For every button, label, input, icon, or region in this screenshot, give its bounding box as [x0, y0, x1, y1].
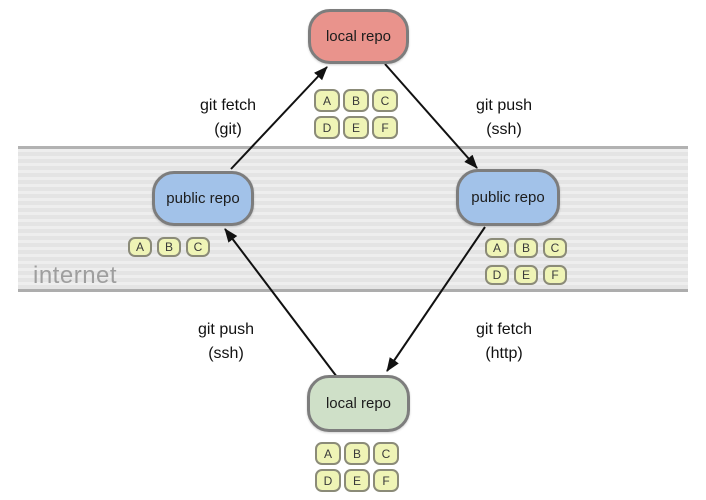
node-public-repo-left: public repo — [152, 171, 254, 226]
arrow-git-push-ssh-top — [384, 63, 478, 169]
arrow-git-push-ssh-bottom — [224, 228, 338, 378]
edge-label-line: (http) — [485, 345, 523, 362]
edge-label-line: git fetch — [475, 321, 533, 338]
commit-box: D — [315, 469, 341, 492]
node-local-repo-top: local repo — [308, 9, 409, 64]
commit-box: D — [485, 265, 509, 285]
arrow-git-fetch-git — [230, 66, 328, 170]
arrow-git-fetch-http — [386, 226, 486, 372]
node-public-repo-right: public repo — [456, 169, 560, 226]
commit-box: E — [343, 116, 369, 139]
commit-box: F — [372, 116, 398, 139]
commit-box: E — [514, 265, 538, 285]
commit-list-left-public: A B C — [128, 237, 210, 257]
edge-label-git-push-ssh-top: git push (ssh) — [439, 94, 569, 142]
commit-list-bottom-local: A B C D E F — [315, 442, 399, 492]
edge-label-line: git push — [197, 321, 255, 338]
edge-label-git-fetch-http: git fetch (http) — [439, 318, 569, 366]
edge-label-git-push-ssh-bottom: git push (ssh) — [161, 318, 291, 366]
commit-box: E — [344, 469, 370, 492]
commit-box: C — [373, 442, 399, 465]
edge-label-git-fetch-git: git fetch (git) — [163, 94, 293, 142]
edge-label-line: git push — [475, 97, 533, 114]
node-label: public repo — [471, 189, 545, 206]
node-label: local repo — [325, 28, 392, 45]
node-local-repo-bottom: local repo — [307, 375, 410, 432]
commit-box: F — [543, 265, 567, 285]
edge-label-line: (git) — [214, 121, 242, 138]
commit-box: B — [344, 442, 370, 465]
internet-band — [18, 146, 688, 292]
commit-box: D — [314, 116, 340, 139]
commit-box: B — [514, 238, 538, 258]
commit-box: A — [485, 238, 509, 258]
commit-box: A — [128, 237, 152, 257]
commit-box: B — [343, 89, 369, 112]
commit-box: C — [186, 237, 210, 257]
commit-box: A — [315, 442, 341, 465]
edge-label-line: (ssh) — [208, 345, 244, 362]
commit-box: C — [372, 89, 398, 112]
commit-box: F — [373, 469, 399, 492]
commit-list-right-public: A B C D E F — [485, 238, 567, 285]
commit-box: C — [543, 238, 567, 258]
commit-list-top-local: A B C D E F — [314, 89, 398, 139]
commit-box: B — [157, 237, 181, 257]
edge-label-line: git fetch — [199, 97, 257, 114]
commit-box: A — [314, 89, 340, 112]
node-label: public repo — [166, 190, 240, 207]
internet-band-label: internet — [33, 262, 118, 289]
node-label: local repo — [325, 395, 392, 412]
edge-label-line: (ssh) — [486, 121, 522, 138]
